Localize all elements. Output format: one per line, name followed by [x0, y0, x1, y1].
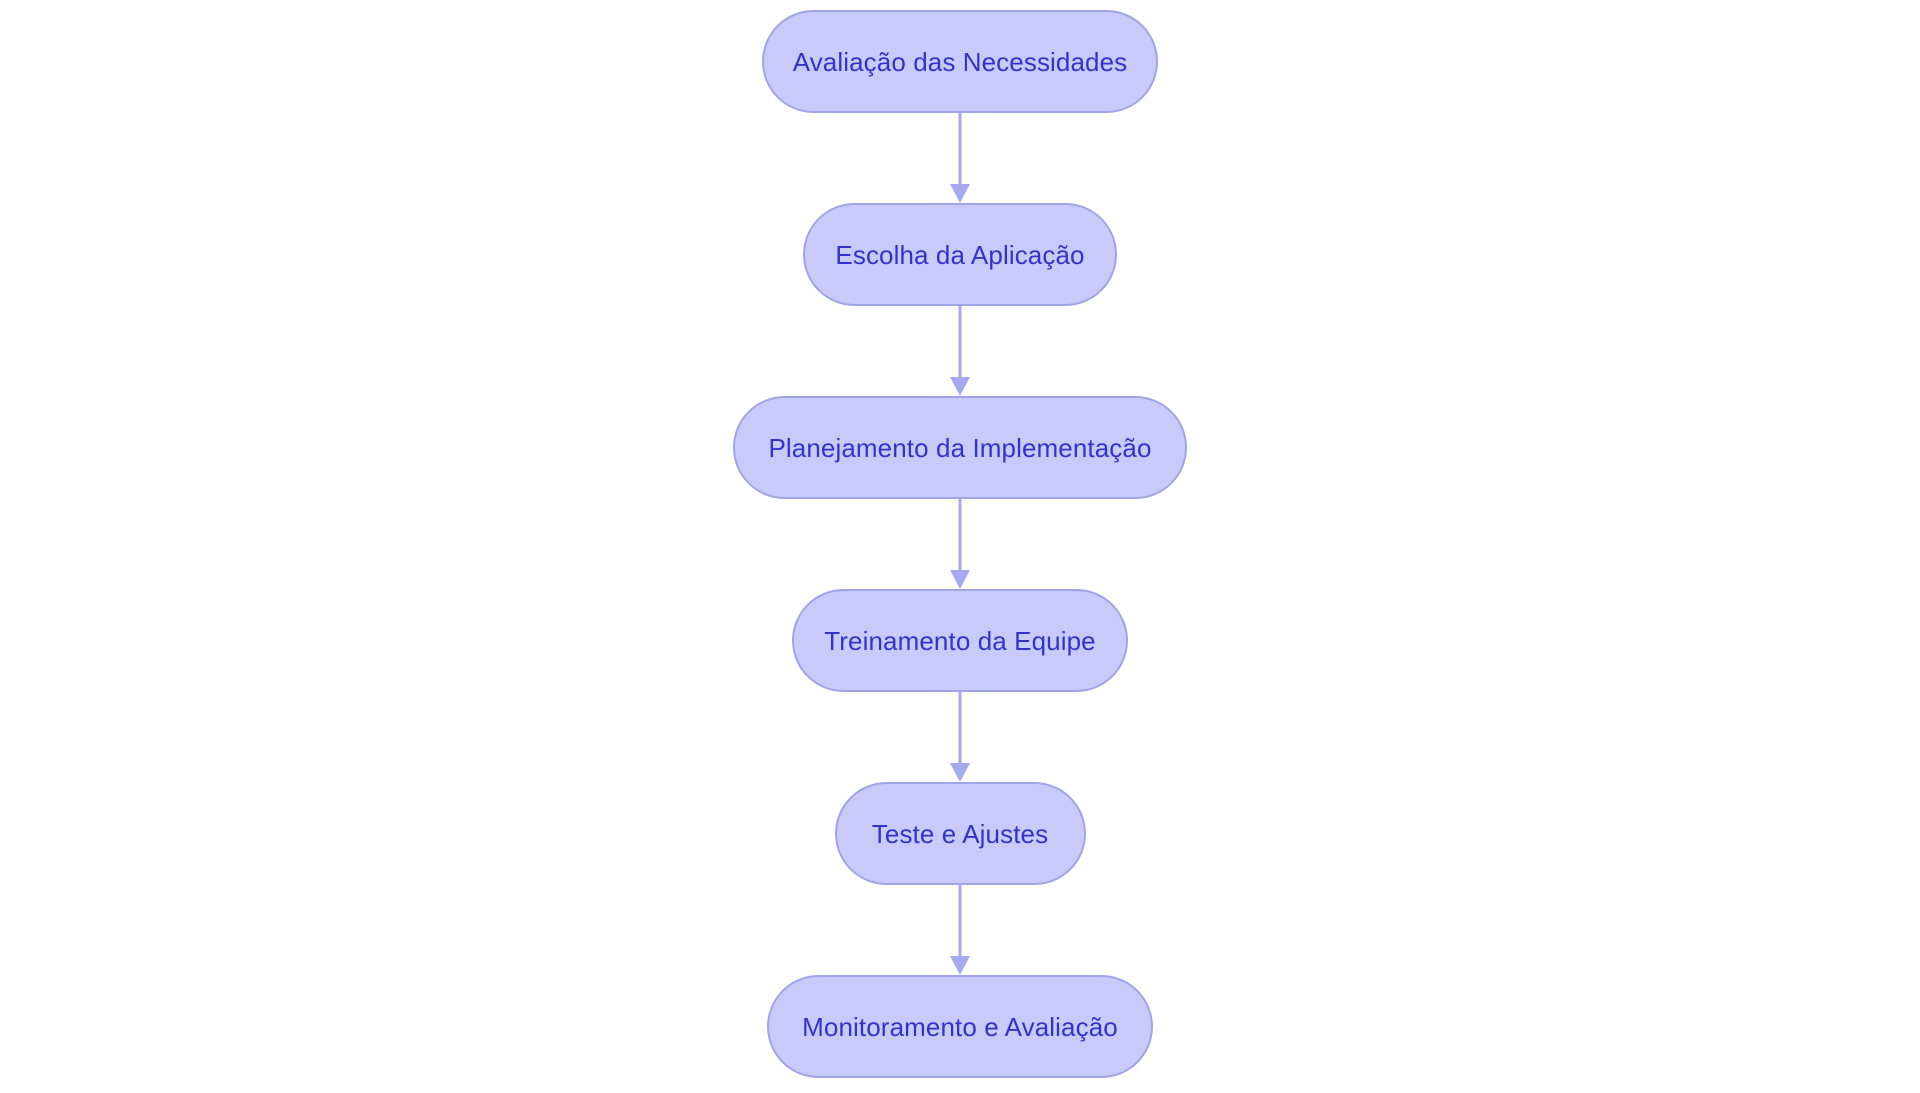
flowchart-node-treinamento-da-equipe[interactable]: Treinamento da Equipe	[792, 589, 1128, 692]
flowchart-node-escolha-da-aplicacao[interactable]: Escolha da Aplicação	[803, 203, 1117, 306]
flowchart-node-planejamento-da-implementacao[interactable]: Planejamento da Implementação	[733, 396, 1187, 499]
arrow-shaft	[958, 306, 962, 379]
flowchart-arrow-5	[950, 885, 970, 975]
arrow-shaft	[958, 113, 962, 186]
arrow-head-icon	[950, 570, 970, 589]
flowchart-arrow-4	[950, 692, 970, 782]
node-label: Treinamento da Equipe	[824, 625, 1096, 656]
arrow-shaft	[958, 692, 962, 765]
node-label: Avaliação das Necessidades	[792, 46, 1128, 77]
flowchart-arrow-2	[950, 306, 970, 396]
node-label: Planejamento da Implementação	[768, 432, 1152, 463]
flowchart-arrow-1	[950, 113, 970, 203]
arrow-head-icon	[950, 763, 970, 782]
flowchart-node-teste-e-ajustes[interactable]: Teste e Ajustes	[834, 782, 1086, 885]
flowchart-arrow-3	[950, 499, 970, 589]
flowchart-node-monitoramento-e-avaliacao[interactable]: Monitoramento e Avaliação	[767, 975, 1153, 1078]
node-label: Monitoramento e Avaliação	[802, 1011, 1118, 1042]
arrow-head-icon	[950, 956, 970, 975]
arrow-head-icon	[950, 377, 970, 396]
arrow-head-icon	[950, 184, 970, 203]
arrow-shaft	[958, 885, 962, 958]
flowchart-node-avaliacao-das-necessidades[interactable]: Avaliação das Necessidades	[762, 10, 1158, 113]
arrow-shaft	[958, 499, 962, 572]
node-label: Teste e Ajustes	[871, 818, 1049, 849]
node-label: Escolha da Aplicação	[835, 239, 1085, 270]
